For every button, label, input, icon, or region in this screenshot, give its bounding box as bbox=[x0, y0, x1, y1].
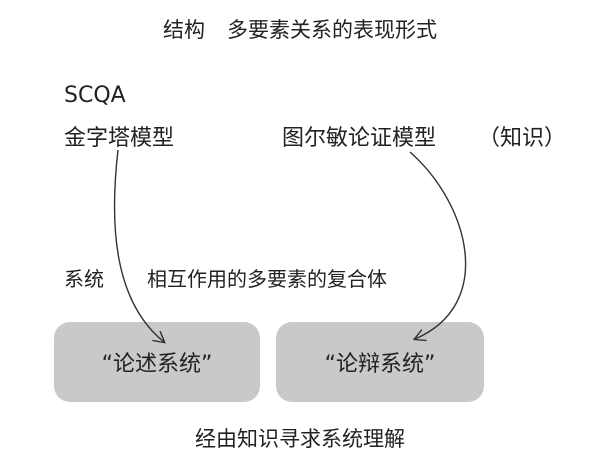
arrow-toulmin-to-debate-system bbox=[409, 151, 467, 342]
arrow-pyramid-to-argument-system bbox=[113, 149, 166, 344]
knowledge-label: （知识） bbox=[478, 126, 567, 151]
debate-system-box: “论辩系统” bbox=[276, 322, 484, 402]
title-structure: 结构 bbox=[163, 18, 205, 42]
pyramid-model-label: 金字塔模型 bbox=[64, 126, 175, 151]
scqa-label: SCQA bbox=[64, 83, 126, 108]
debate-system-label: “论辩系统” bbox=[324, 352, 436, 377]
system-label: 系统 bbox=[64, 267, 104, 291]
title-subtitle: 多要素关系的表现形式 bbox=[227, 18, 437, 42]
toulmin-model-label: 图尔敏论证模型 bbox=[282, 126, 437, 151]
argument-system-label: “论述系统” bbox=[101, 352, 213, 377]
system-definition: 相互作用的多要素的复合体 bbox=[147, 267, 387, 291]
diagram-title: 结构多要素关系的表现形式 bbox=[0, 14, 600, 44]
bottom-caption: 经由知识寻求系统理解 bbox=[195, 427, 405, 451]
